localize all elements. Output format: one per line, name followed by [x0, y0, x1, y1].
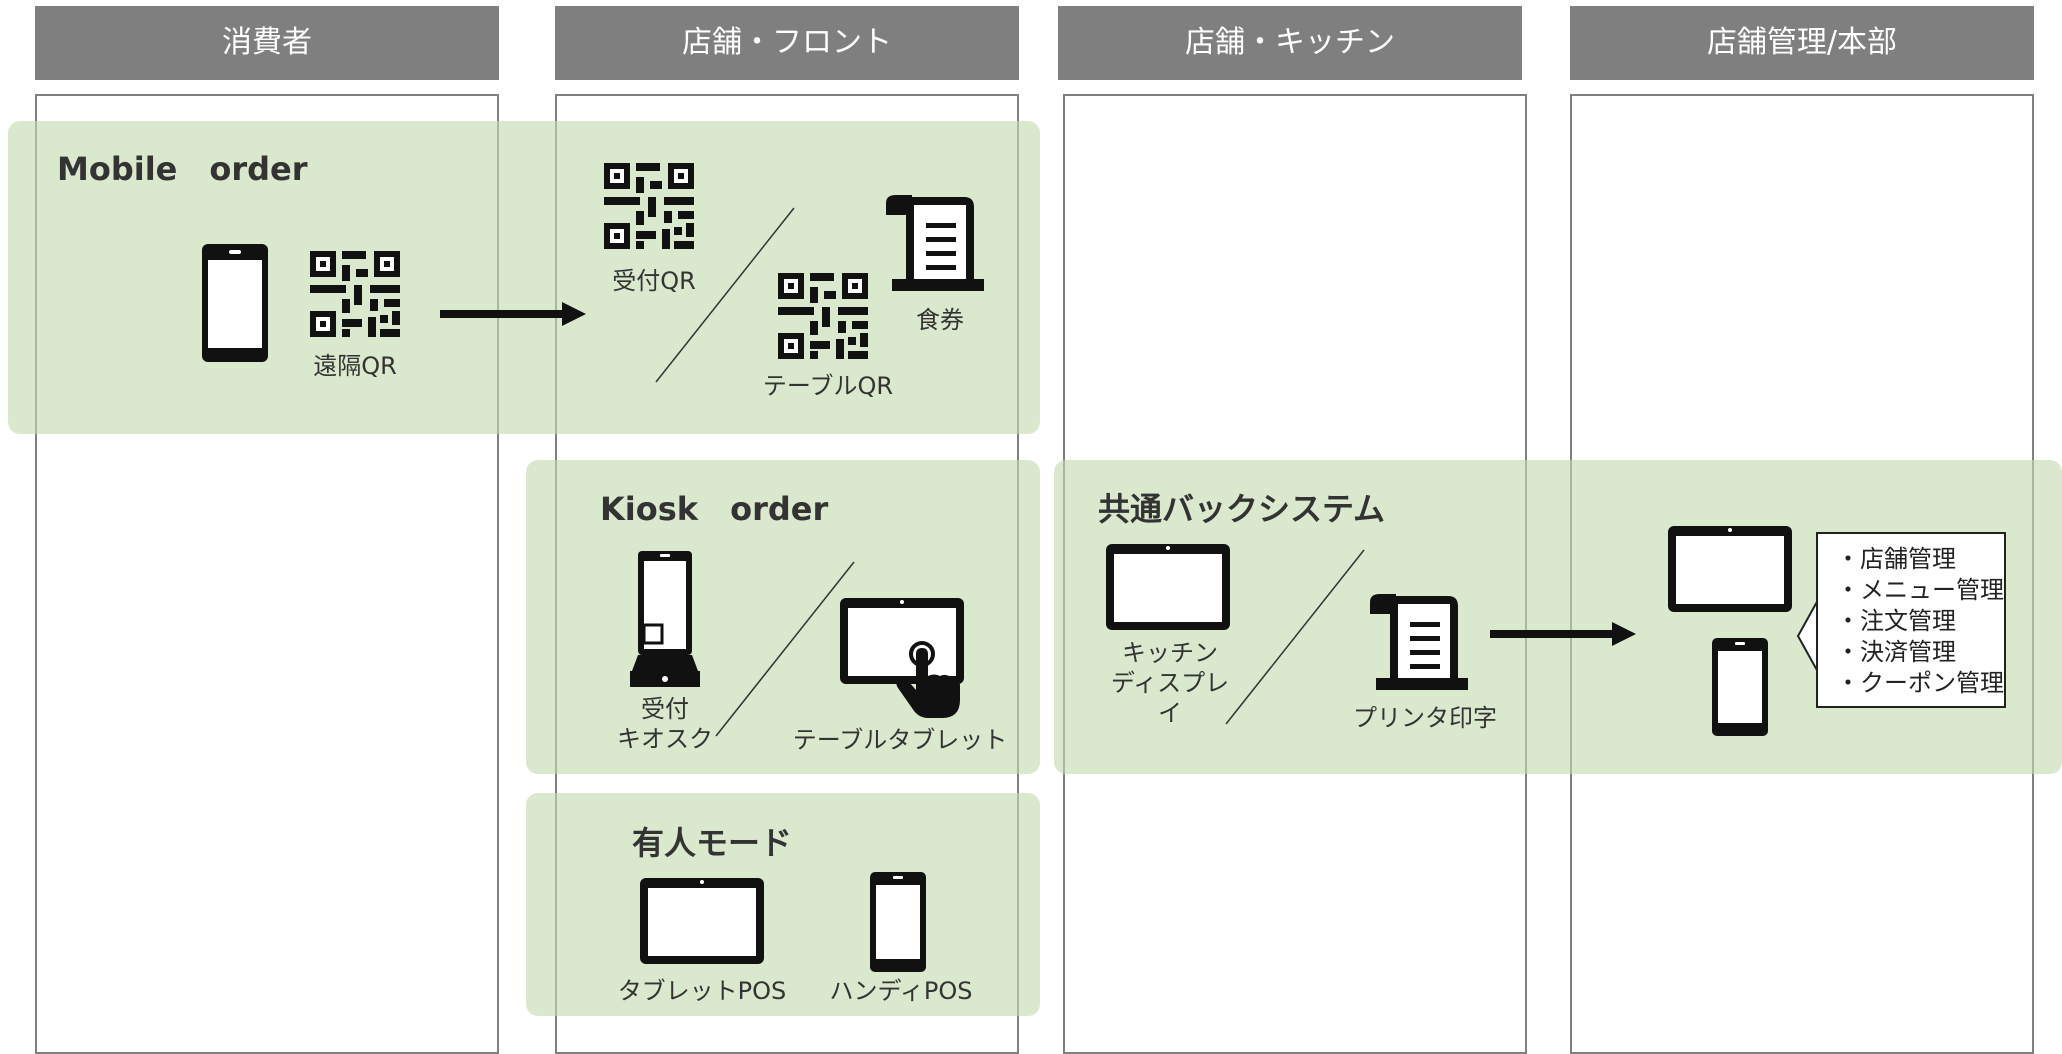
- smartphone-icon: [1712, 638, 1768, 736]
- column-header-consumer: 消費者: [35, 6, 499, 80]
- divider-slash: [1225, 549, 1365, 725]
- column-header-hq: 店舗管理/本部: [1570, 6, 2034, 80]
- panel-title-backend-system: 共通バックシステム: [1098, 490, 1386, 528]
- label-tablet-pos: タブレットPOS: [617, 977, 787, 1005]
- label-table-qr: テーブルQR: [762, 372, 894, 400]
- divider-slash: [715, 561, 855, 737]
- qr-code-icon: [310, 251, 400, 337]
- smartphone-icon: [202, 244, 268, 362]
- label-reception-qr: 受付QR: [612, 267, 696, 295]
- label-printer-output: プリンタ印字: [1353, 704, 1497, 732]
- label-kitchen-display: キッチン ディスプレイ: [1110, 639, 1230, 727]
- panel-title-mobile-order: Mobile order: [57, 150, 308, 188]
- label-meal-ticket: 食券: [916, 306, 964, 334]
- qr-code-icon: [604, 163, 694, 249]
- panel-mobile-order: [8, 121, 1040, 434]
- panel-title-kiosk-order: Kiosk order: [600, 490, 829, 528]
- label-handy-pos: ハンディPOS: [829, 977, 973, 1005]
- management-functions-list: ・店舗管理 ・メニュー管理 ・注文管理 ・決済管理 ・クーポン管理: [1816, 532, 2006, 708]
- label-table-tablet: テーブルタブレット: [792, 726, 1008, 754]
- panel-staffed-mode: [526, 793, 1040, 1016]
- list-item: ・クーポン管理: [1836, 669, 2004, 697]
- divider-slash: [655, 207, 795, 383]
- list-item: ・店舗管理: [1836, 545, 1956, 573]
- kiosk-icon: [630, 551, 700, 687]
- smartphone-icon: [870, 872, 926, 972]
- receipt-icon: [886, 195, 984, 291]
- tablet-icon: [640, 878, 764, 964]
- panel-title-staffed-mode: 有人モード: [632, 824, 793, 862]
- arrow-right-icon: [1490, 622, 1636, 646]
- tablet-icon: [1668, 526, 1792, 612]
- column-header-store-front: 店舗・フロント: [555, 6, 1019, 80]
- column-header-store-kitchen: 店舗・キッチン: [1058, 6, 1522, 80]
- receipt-icon: [1370, 594, 1468, 690]
- list-item: ・決済管理: [1836, 638, 1956, 666]
- arrow-right-icon: [440, 302, 586, 326]
- qr-code-icon: [778, 273, 868, 359]
- list-item: ・メニュー管理: [1836, 576, 2004, 604]
- label-remote-qr: 遠隔QR: [313, 352, 397, 380]
- label-reception-kiosk: 受付 キオスク: [617, 695, 713, 753]
- tablet-icon: [1106, 544, 1230, 630]
- tablet-touch-icon: [840, 598, 964, 718]
- list-item: ・注文管理: [1836, 607, 1956, 635]
